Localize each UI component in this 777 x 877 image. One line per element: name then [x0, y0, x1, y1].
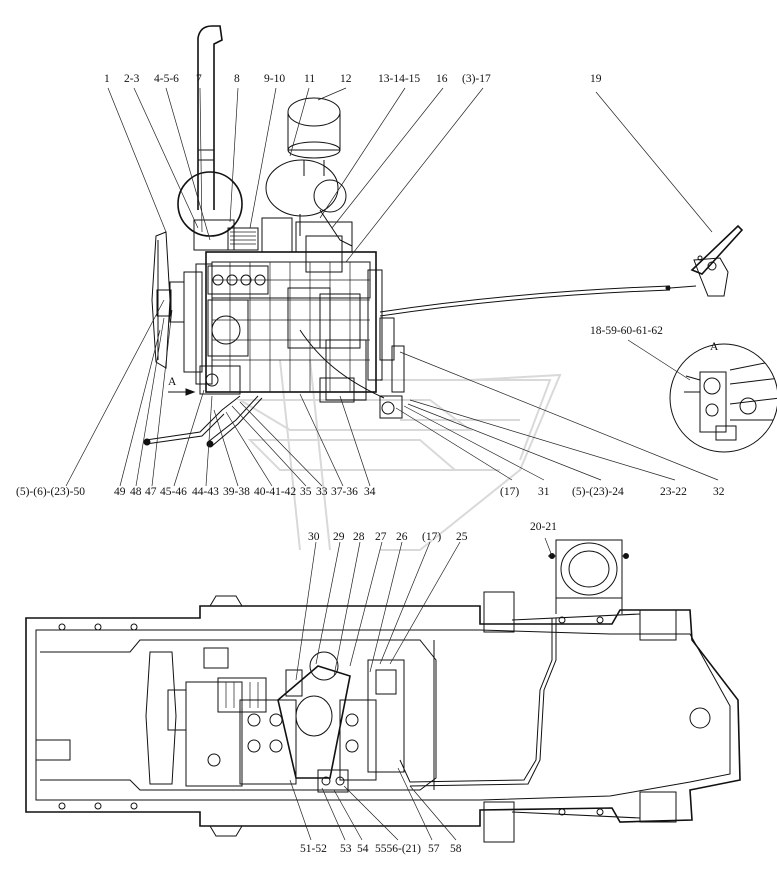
callout-17-b: (17)	[422, 531, 441, 543]
callout-29: 29	[333, 531, 345, 543]
callout-32: 32	[713, 486, 725, 498]
callout-35: 35	[300, 486, 312, 498]
callout-5-23-24: (5)-(23)-24	[572, 486, 624, 498]
callout-51-52: 51-52	[300, 843, 327, 855]
callout-8: 8	[234, 73, 240, 85]
callout-23-22: 23-22	[660, 486, 687, 498]
view-a-marker: A	[168, 376, 177, 388]
detail-a-view: A	[669, 341, 777, 453]
callout-26: 26	[396, 531, 408, 543]
callout-54: 54	[357, 843, 369, 855]
detail-a-label: A	[710, 341, 719, 353]
callout-11: 11	[304, 73, 315, 85]
callout-45-46: 45-46	[160, 486, 187, 498]
callout-12: 12	[340, 73, 352, 85]
callout-16: 16	[436, 73, 448, 85]
leader-lines-bottom	[289, 537, 553, 841]
leader-lines-top	[65, 87, 719, 487]
callout-1: 1	[104, 73, 110, 85]
callout-17-a: (17)	[500, 486, 519, 498]
callout-19: 19	[590, 73, 602, 85]
callout-40-41-42: 40-41-42	[254, 486, 296, 498]
callout-31: 31	[538, 486, 550, 498]
watermark	[236, 359, 562, 551]
callout-30: 30	[308, 531, 320, 543]
callout-13-14-15: 13-14-15	[378, 73, 420, 85]
callout-49: 49	[114, 486, 126, 498]
engine-side-view: A	[143, 25, 671, 448]
callout-57: 57	[428, 843, 440, 855]
callout-5556-21: 5556-(21)	[375, 843, 421, 855]
callout-48: 48	[130, 486, 142, 498]
callout-18-59-60-61-62: 18-59-60-61-62	[590, 325, 663, 337]
chassis-frame-plan	[25, 539, 741, 843]
callouts-top-row: 1 2-3 4-5-6 7 8 9-10 11 12 13-14-15 16 (…	[104, 73, 663, 337]
callout-58: 58	[450, 843, 462, 855]
callout-37-36: 37-36	[331, 486, 358, 498]
callouts-bottom-view-top: 30 29 28 27 26 (17) 25 20-21	[308, 521, 557, 543]
callout-27: 27	[375, 531, 387, 543]
callout-2-3: 2-3	[124, 73, 140, 85]
callout-53: 53	[340, 843, 352, 855]
callout-28: 28	[353, 531, 365, 543]
callout-9-10: 9-10	[264, 73, 285, 85]
callout-47: 47	[145, 486, 157, 498]
callout-4-5-6: 4-5-6	[154, 73, 179, 85]
callout-5-6-23-50: (5)-(6)-(23)-50	[16, 486, 85, 498]
callout-20-21: 20-21	[530, 521, 557, 533]
callout-44-43: 44-43	[192, 486, 219, 498]
callouts-bottom-view-bottom: 51-52 53 54 5556-(21) 57 58	[300, 843, 462, 855]
callout-39-38: 39-38	[223, 486, 250, 498]
throttle-pedal	[665, 224, 744, 297]
callout-34: 34	[364, 486, 376, 498]
callout-3-17: (3)-17	[462, 73, 491, 85]
callout-7: 7	[196, 73, 202, 85]
callouts-middle-row: (5)-(6)-(23)-50 49 48 47 45-46 44-43 39-…	[16, 486, 725, 498]
callout-25: 25	[456, 531, 468, 543]
callout-33: 33	[316, 486, 328, 498]
